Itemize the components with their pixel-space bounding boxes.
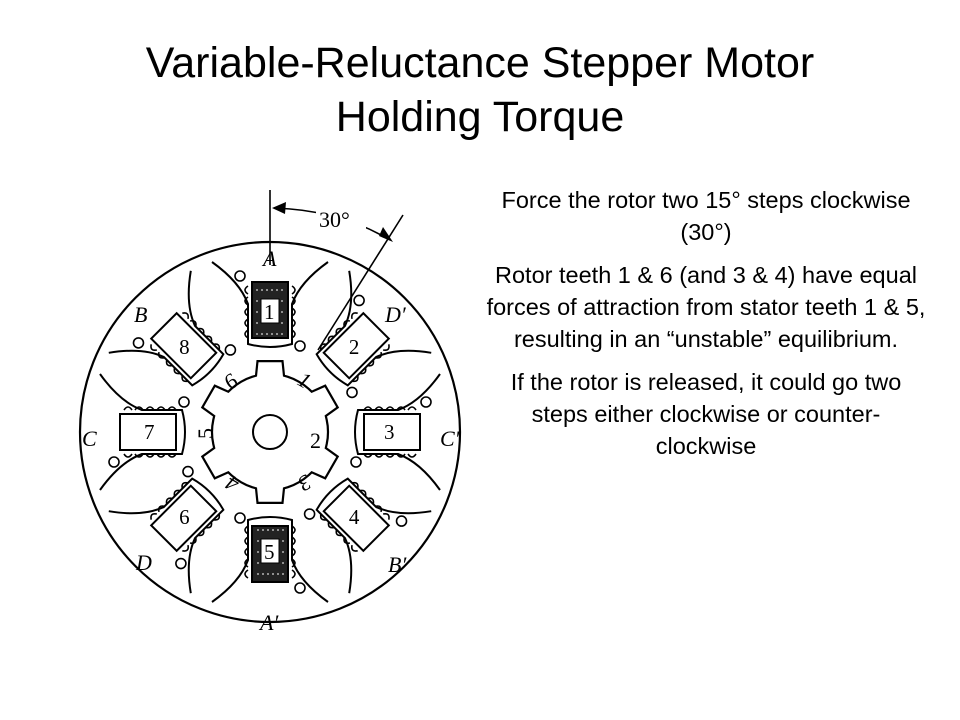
stator-pole-5: 5 — [211, 512, 329, 603]
phase-label-d: D — [135, 550, 152, 575]
title-line-2: Holding Torque — [335, 93, 625, 141]
phase-label-b: B — [134, 302, 147, 327]
stator-pole-number-2: 2 — [349, 335, 360, 359]
rotor-tooth-5: 5 — [193, 428, 218, 439]
explanation-paragraph-1: Force the rotor two 15° steps clockwise … — [501, 187, 911, 245]
rotor-shaft — [252, 414, 288, 450]
phase-label-c-prime: C′ — [440, 426, 461, 451]
slide-title: Variable-Reluctance Stepper Motor Holdin… — [40, 36, 920, 144]
stator-pole-1: 1 — [211, 261, 329, 352]
explanation-paragraph-3: If the rotor is released, it could go tw… — [510, 369, 902, 459]
stator-pole-4: 4 — [303, 477, 432, 594]
title-line-1: Variable-Reluctance Stepper Motor — [145, 39, 815, 87]
stator-pole-number-4: 4 — [349, 505, 360, 529]
stator-pole-number-1: 1 — [264, 300, 275, 324]
phase-label-b-prime: B′ — [388, 552, 407, 577]
stator-pole-number-7: 7 — [144, 420, 155, 444]
stator-pole-8: 8 — [108, 270, 237, 387]
stator-pole-number-8: 8 — [179, 335, 190, 359]
stator-pole-number-6: 6 — [179, 505, 190, 529]
phase-label-a-prime: A′ — [258, 610, 279, 635]
phase-label-d-prime: D′ — [384, 302, 407, 327]
phase-label-c: C — [82, 426, 97, 451]
stator-pole-7: 7 — [99, 373, 190, 491]
angle-label: 30° — [319, 207, 350, 232]
angle-arrow-left — [272, 202, 286, 214]
stepper-motor-diagram: 1 2 3 4 5 6 7 8 30° A D′ C′ B′ A′ D C B 1 2 3 4… — [78, 190, 462, 635]
stator-pole-6: 6 — [108, 465, 225, 594]
stator-pole-number-3: 3 — [384, 420, 395, 444]
rotor-tooth-2: 2 — [310, 428, 321, 453]
phase-label-a: A — [261, 246, 277, 271]
stator-pole-3: 3 — [350, 373, 441, 491]
stator-poles: 1 2 3 4 5 6 7 8 — [99, 261, 441, 603]
explanation-paragraph-2: Rotor teeth 1 & 6 (and 3 & 4) have equal… — [486, 262, 926, 352]
stator-pole-number-5: 5 — [264, 540, 275, 564]
angle-arrow-right — [379, 227, 393, 242]
explanation-text: Force the rotor two 15° steps clockwise … — [482, 184, 930, 473]
